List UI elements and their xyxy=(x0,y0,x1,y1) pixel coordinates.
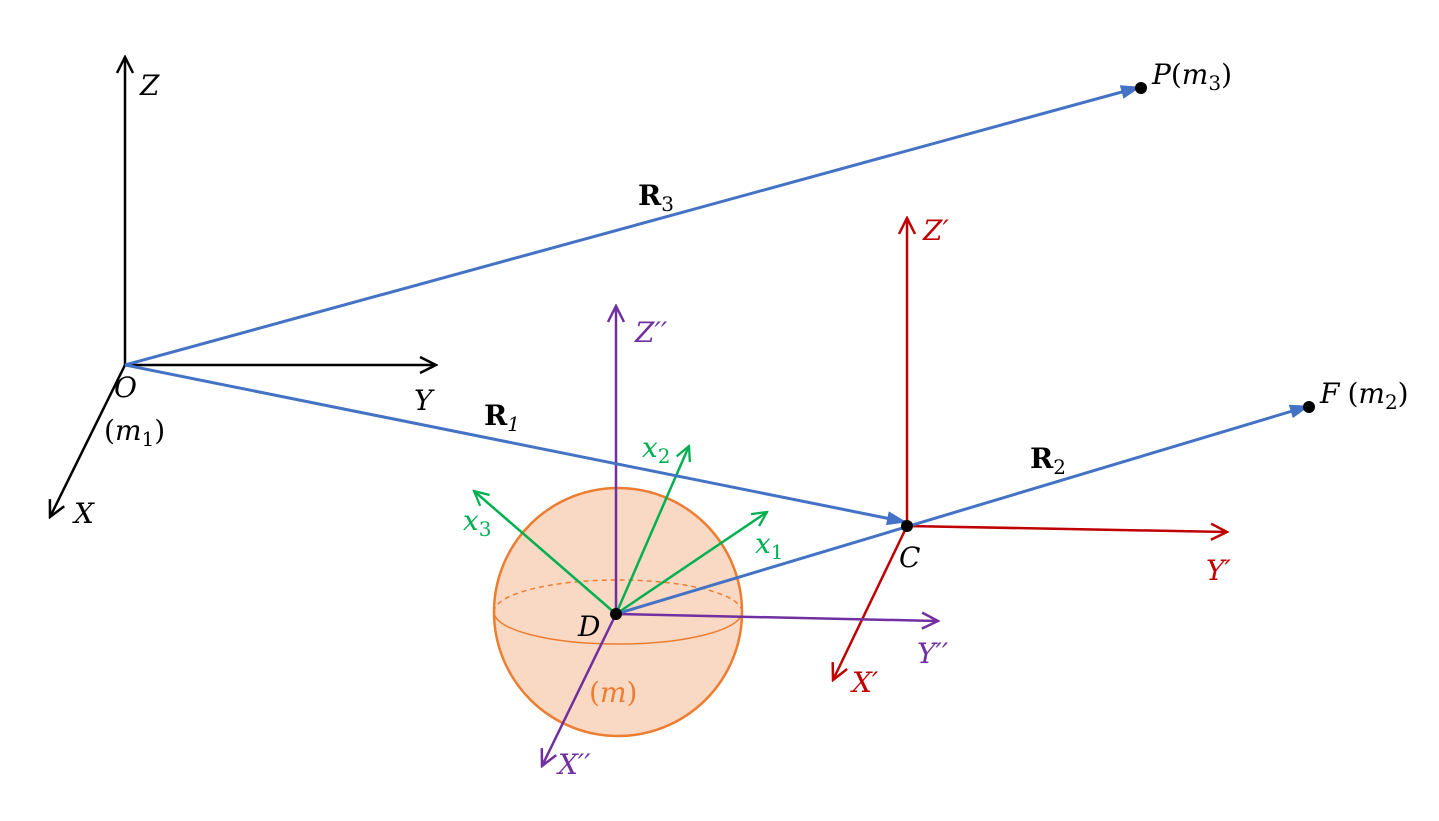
primed-x-axis xyxy=(833,525,909,680)
vector-r2-label: R2 xyxy=(1030,442,1066,479)
sphere-equator-back xyxy=(493,579,743,613)
point-d-label: D xyxy=(577,610,600,643)
double-primed-frame xyxy=(542,306,938,766)
position-vectors xyxy=(124,85,1310,616)
primed-z-label: Z′ xyxy=(922,214,949,247)
body-x2-axis xyxy=(614,446,689,615)
body-x1-axis xyxy=(615,512,767,616)
origin-o-label: O xyxy=(114,371,137,404)
primed-x-label: X′ xyxy=(850,666,879,699)
inertial-x-label: X xyxy=(72,497,95,530)
body-x1-label: x1 xyxy=(755,527,784,564)
double-primed-y-axis xyxy=(615,614,938,621)
double-primed-x-axis xyxy=(542,613,618,766)
body-x2-label: x2 xyxy=(642,431,671,468)
vector-r2 xyxy=(615,404,1310,616)
double-primed-y-label: Y′′ xyxy=(917,637,949,670)
primed-frame xyxy=(833,218,1227,680)
primed-y-label: Y′ xyxy=(1206,554,1231,587)
sphere-equator-front xyxy=(493,611,743,645)
body-x3-axis xyxy=(474,491,617,615)
mass-m1-label: (m1) xyxy=(104,414,165,451)
double-primed-z-label: Z′′ xyxy=(634,316,668,349)
point-c xyxy=(901,520,913,532)
inertial-z-label: Z xyxy=(139,69,160,102)
point-p xyxy=(1135,82,1147,94)
points xyxy=(610,82,1315,620)
vector-r1 xyxy=(124,363,907,526)
body-mass-label: (m) xyxy=(589,676,637,709)
inertial-y-label: Y xyxy=(414,384,435,417)
point-f-label: F(m2) xyxy=(1319,377,1409,414)
point-d xyxy=(610,608,622,620)
double-primed-x-label: X′′ xyxy=(556,748,591,781)
primed-y-axis xyxy=(906,526,1227,532)
body-frame xyxy=(474,446,767,616)
point-c-label: C xyxy=(899,541,920,574)
vector-r3 xyxy=(124,85,1141,367)
body-x3-label: x3 xyxy=(463,504,492,541)
vector-r1-label: R1 xyxy=(484,399,520,436)
point-f xyxy=(1303,401,1315,413)
vector-r3-label: R3 xyxy=(638,179,674,216)
inertial-x-axis xyxy=(50,364,127,517)
inertial-frame xyxy=(50,57,436,517)
point-p-label: P(m3) xyxy=(1151,58,1232,95)
